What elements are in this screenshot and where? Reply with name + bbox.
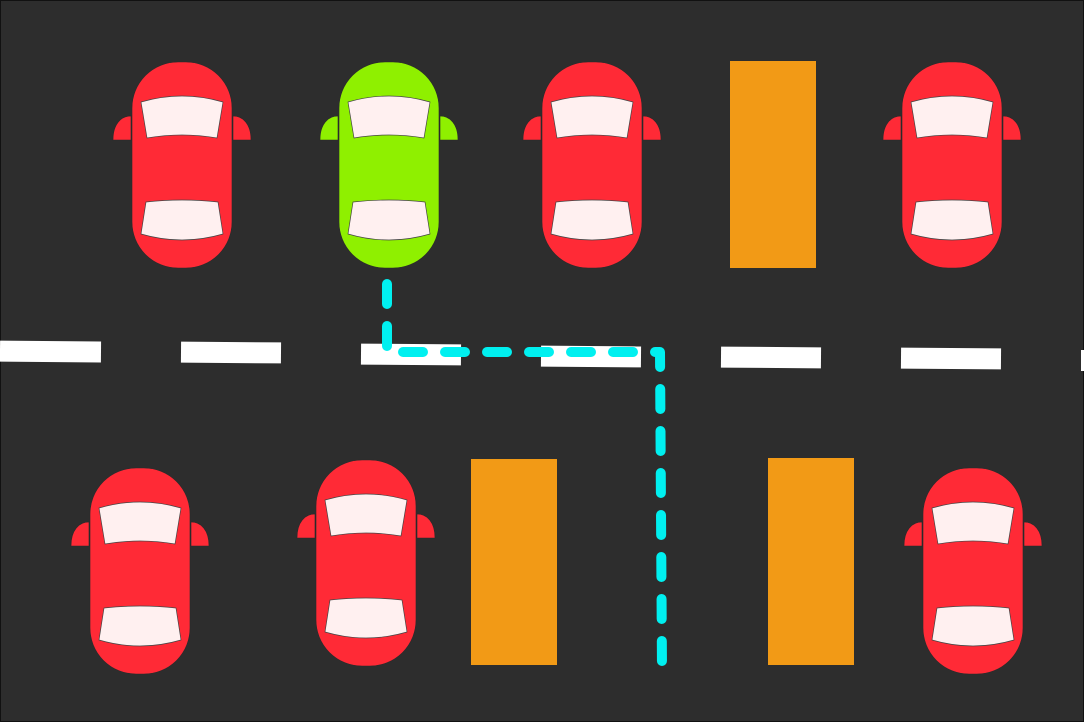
obstacles xyxy=(471,61,854,665)
route-path xyxy=(382,279,667,675)
lane-dash xyxy=(720,346,822,369)
lane-dash xyxy=(900,347,1002,370)
lane-dash xyxy=(0,340,102,363)
obstacle-block-bottom-left xyxy=(471,459,557,665)
obstacle-block-bottom-right xyxy=(768,458,854,665)
obstacle-block-top xyxy=(730,61,816,268)
lane-dash xyxy=(180,341,282,364)
lane-dash xyxy=(1081,350,1084,371)
